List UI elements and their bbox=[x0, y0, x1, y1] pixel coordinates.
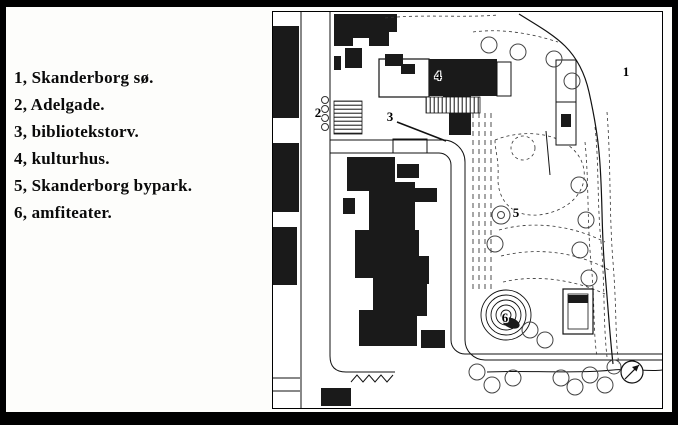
north-buildings bbox=[334, 14, 397, 70]
small-building bbox=[392, 138, 428, 154]
legend-item: 3, bibliotekstorv. bbox=[14, 122, 139, 141]
amphitheatre bbox=[480, 289, 532, 341]
bibliotekstorv bbox=[321, 96, 447, 142]
stairs-zigzag bbox=[350, 374, 394, 383]
legend-item: 1, Skanderborg sø. bbox=[14, 68, 154, 87]
street-adelgade bbox=[273, 12, 395, 408]
legend-item: 4, kulturhus. bbox=[14, 149, 110, 168]
park-road bbox=[330, 139, 662, 373]
legend-item: 2, Adelgade. bbox=[14, 95, 105, 114]
central-buildings bbox=[343, 157, 445, 348]
plan-marker-3: 3 bbox=[386, 109, 394, 124]
contour-line bbox=[545, 130, 551, 176]
plan-marker-5: 5 bbox=[512, 205, 520, 220]
park-structure bbox=[562, 288, 594, 335]
north-arrow bbox=[620, 360, 644, 384]
legend-item: 6, amfiteater. bbox=[14, 203, 112, 222]
lake-shoreline bbox=[518, 13, 614, 365]
legend: 1, Skanderborg sø. 2, Adelgade. 3, bibli… bbox=[14, 64, 192, 226]
park-contours bbox=[384, 14, 620, 365]
kulturhus-buildings bbox=[378, 54, 512, 135]
plan-marker-1: 1 bbox=[622, 64, 630, 79]
plan-marker-2: 2 bbox=[314, 105, 322, 120]
pier-building bbox=[555, 59, 577, 146]
legend-item: 5, Skanderborg bypark. bbox=[14, 176, 193, 195]
west-buildings bbox=[273, 26, 351, 406]
promenade-paths bbox=[472, 113, 492, 293]
trees bbox=[468, 36, 622, 396]
plan-marker-6: 6 bbox=[501, 310, 509, 325]
site-plan bbox=[272, 11, 663, 409]
site-plan-drawing bbox=[273, 12, 662, 408]
plan-marker-4: 4 bbox=[434, 68, 442, 83]
